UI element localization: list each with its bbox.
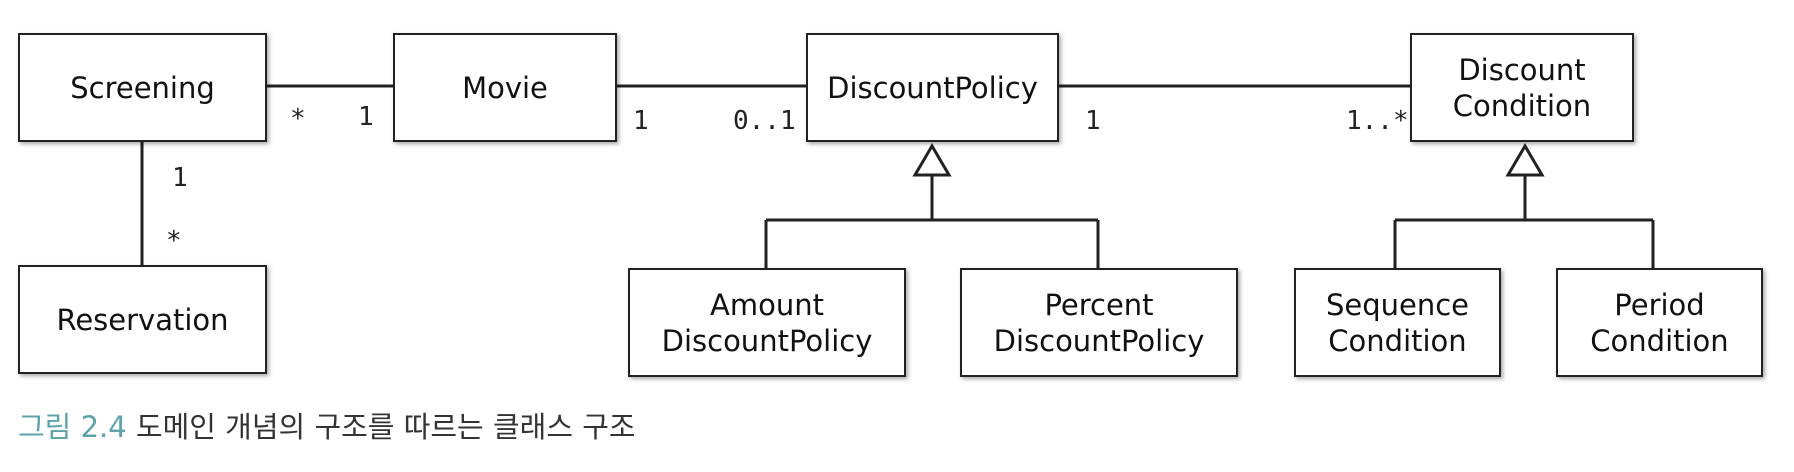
class-percent-discount-policy[interactable]: Percent DiscountPolicy — [960, 268, 1238, 377]
class-discount-condition-label-2: Condition — [1452, 88, 1592, 123]
multiplicity-screening-movie-screening: * — [290, 104, 306, 134]
class-percent-discount-policy-label-1: Percent — [1044, 287, 1154, 322]
figure-caption-number: 그림 2.4 — [18, 410, 127, 444]
class-movie[interactable]: Movie — [393, 33, 617, 142]
class-screening-label: Screening — [70, 70, 215, 105]
multiplicity-screening-movie-movie: 1 — [358, 102, 374, 132]
multiplicity-screening-reservation-screening: 1 — [172, 163, 188, 193]
class-amount-discount-policy[interactable]: Amount DiscountPolicy — [628, 268, 906, 377]
inheritance-triangle-condition — [1505, 143, 1545, 177]
class-discount-policy-label: DiscountPolicy — [827, 70, 1038, 105]
figure-caption: 그림 2.4 도메인 개념의 구조를 따르는 클래스 구조 — [18, 407, 636, 447]
class-period-condition[interactable]: Period Condition — [1556, 268, 1763, 377]
class-percent-discount-policy-label-2: DiscountPolicy — [993, 323, 1205, 358]
multiplicity-policy-condition-condition: 1..* — [1346, 106, 1409, 136]
class-sequence-condition[interactable]: Sequence Condition — [1294, 268, 1501, 377]
inheritance-triangle-discountpolicy — [912, 143, 952, 177]
class-sequence-condition-label-1: Sequence — [1325, 287, 1470, 322]
class-discount-policy[interactable]: DiscountPolicy — [806, 33, 1059, 142]
multiplicity-screening-reservation-reservation: * — [166, 226, 182, 256]
multiplicity-policy-condition-policy: 1 — [1085, 106, 1101, 136]
class-discount-condition-label-1: Discount — [1458, 52, 1586, 87]
multiplicity-movie-policy-movie: 1 — [633, 106, 649, 136]
figure-caption-text: 도메인 개념의 구조를 따르는 클래스 구조 — [135, 410, 636, 444]
class-discount-condition[interactable]: Discount Condition — [1410, 33, 1634, 142]
class-screening[interactable]: Screening — [18, 33, 267, 142]
multiplicity-movie-policy-policy: 0..1 — [733, 106, 796, 136]
class-amount-discount-policy-label-2: DiscountPolicy — [661, 323, 873, 358]
class-sequence-condition-label-2: Condition — [1328, 323, 1467, 358]
class-reservation[interactable]: Reservation — [18, 265, 267, 374]
class-period-condition-label-2: Condition — [1590, 323, 1729, 358]
class-reservation-label: Reservation — [56, 302, 229, 337]
class-amount-discount-policy-label-1: Amount — [710, 287, 824, 322]
class-period-condition-label-1: Period — [1614, 287, 1705, 322]
class-movie-label: Movie — [462, 70, 548, 105]
